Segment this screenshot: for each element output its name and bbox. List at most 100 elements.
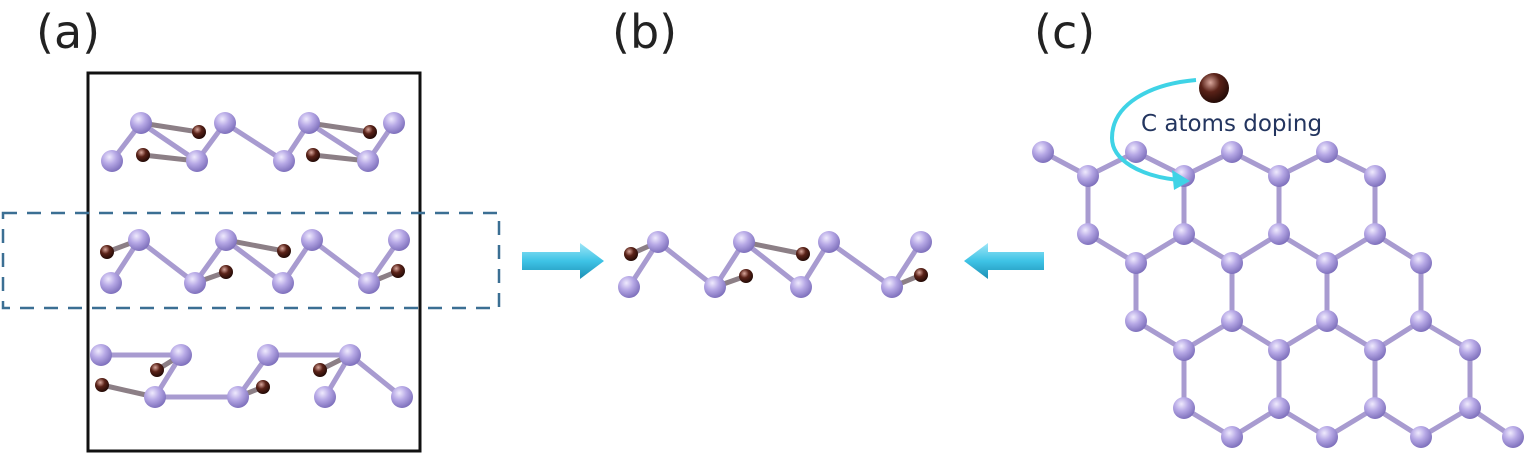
host-atom xyxy=(1410,426,1432,448)
panel-c-structure xyxy=(1032,73,1524,448)
host-atom xyxy=(1459,339,1481,361)
host-atom xyxy=(101,150,123,172)
panel-b-structure xyxy=(618,231,932,298)
host-atom xyxy=(618,276,640,298)
host-atom xyxy=(1316,426,1338,448)
host-atom xyxy=(1125,252,1147,274)
bond xyxy=(309,237,372,286)
host-atom xyxy=(910,231,932,253)
bond xyxy=(222,120,287,164)
host-atom xyxy=(1364,165,1386,187)
host-atom xyxy=(733,231,755,253)
host-atom xyxy=(383,112,405,134)
carbon-atom xyxy=(914,268,928,282)
bond xyxy=(138,120,200,164)
host-atom xyxy=(1364,397,1386,419)
host-atom xyxy=(1316,310,1338,332)
bond xyxy=(655,239,718,290)
bond xyxy=(741,239,804,290)
host-atom xyxy=(128,229,150,251)
host-atom xyxy=(170,344,192,366)
carbon-atom xyxy=(306,148,320,162)
carbon-atom xyxy=(192,125,206,139)
panel-label-c: (c) xyxy=(1034,5,1096,59)
host-atom xyxy=(818,231,840,253)
host-atom xyxy=(215,229,237,251)
bond xyxy=(347,352,405,400)
doping-arrowhead xyxy=(1172,170,1190,190)
panel-a-structure xyxy=(90,112,413,408)
right-arrow xyxy=(522,243,604,279)
host-atom xyxy=(1221,310,1243,332)
doping-annotation: C atoms doping xyxy=(1141,111,1322,137)
host-atom xyxy=(704,276,726,298)
host-atom xyxy=(1077,165,1099,187)
bond xyxy=(306,120,371,164)
panel-label-b: (b) xyxy=(612,5,678,59)
host-atom xyxy=(790,276,812,298)
host-atom xyxy=(1077,223,1099,245)
carbon-atom xyxy=(739,269,753,283)
host-atom xyxy=(1502,426,1524,448)
host-atom xyxy=(388,229,410,251)
carbon-atom xyxy=(363,125,377,139)
host-atom xyxy=(1364,339,1386,361)
host-atom xyxy=(1459,397,1481,419)
host-atom xyxy=(1221,252,1243,274)
host-atom xyxy=(1221,426,1243,448)
carbon-atom xyxy=(100,245,114,259)
carbon-atom xyxy=(277,244,291,258)
host-atom xyxy=(1316,252,1338,274)
host-atom xyxy=(273,150,295,172)
host-atom xyxy=(358,272,380,294)
host-atom xyxy=(1410,252,1432,274)
host-atom xyxy=(1268,223,1290,245)
left-arrow xyxy=(964,243,1044,279)
bond xyxy=(826,239,895,290)
host-atom xyxy=(301,229,323,251)
carbon-atom xyxy=(796,247,810,261)
host-atom xyxy=(1364,223,1386,245)
host-atom xyxy=(1410,310,1432,332)
host-atom xyxy=(100,272,122,294)
host-atom xyxy=(186,150,208,172)
host-atom xyxy=(1268,397,1290,419)
carbon-atom xyxy=(391,264,405,278)
host-atom xyxy=(339,344,361,366)
host-atom xyxy=(144,386,166,408)
host-atom xyxy=(272,272,294,294)
host-atom xyxy=(1173,339,1195,361)
host-atom xyxy=(1173,397,1195,419)
host-atom xyxy=(298,112,320,134)
bond xyxy=(136,237,198,286)
host-atom xyxy=(1268,165,1290,187)
host-atom xyxy=(1125,141,1147,163)
host-atom xyxy=(184,272,206,294)
carbon-atom xyxy=(219,265,233,279)
host-atom xyxy=(647,231,669,253)
carbon-atom xyxy=(150,363,164,377)
carbon-atom xyxy=(95,378,109,392)
host-atom xyxy=(391,386,413,408)
incoming-carbon-atom xyxy=(1199,73,1229,103)
panel-label-a: (a) xyxy=(36,5,101,59)
host-atom xyxy=(357,150,379,172)
host-atom xyxy=(1032,141,1054,163)
host-atom xyxy=(1316,141,1338,163)
host-atom xyxy=(314,386,336,408)
carbon-atom xyxy=(136,148,150,162)
host-atom xyxy=(1125,310,1147,332)
host-atom xyxy=(227,386,249,408)
panel-a-frame xyxy=(86,71,422,453)
carbon-atom xyxy=(624,247,638,261)
host-atom xyxy=(214,112,236,134)
host-atom xyxy=(881,276,903,298)
host-atom xyxy=(1268,339,1290,361)
carbon-atom xyxy=(313,363,327,377)
host-atom xyxy=(130,112,152,134)
host-atom xyxy=(257,344,279,366)
carbon-atom xyxy=(256,380,270,394)
host-atom xyxy=(90,344,112,366)
host-atom xyxy=(1221,141,1243,163)
